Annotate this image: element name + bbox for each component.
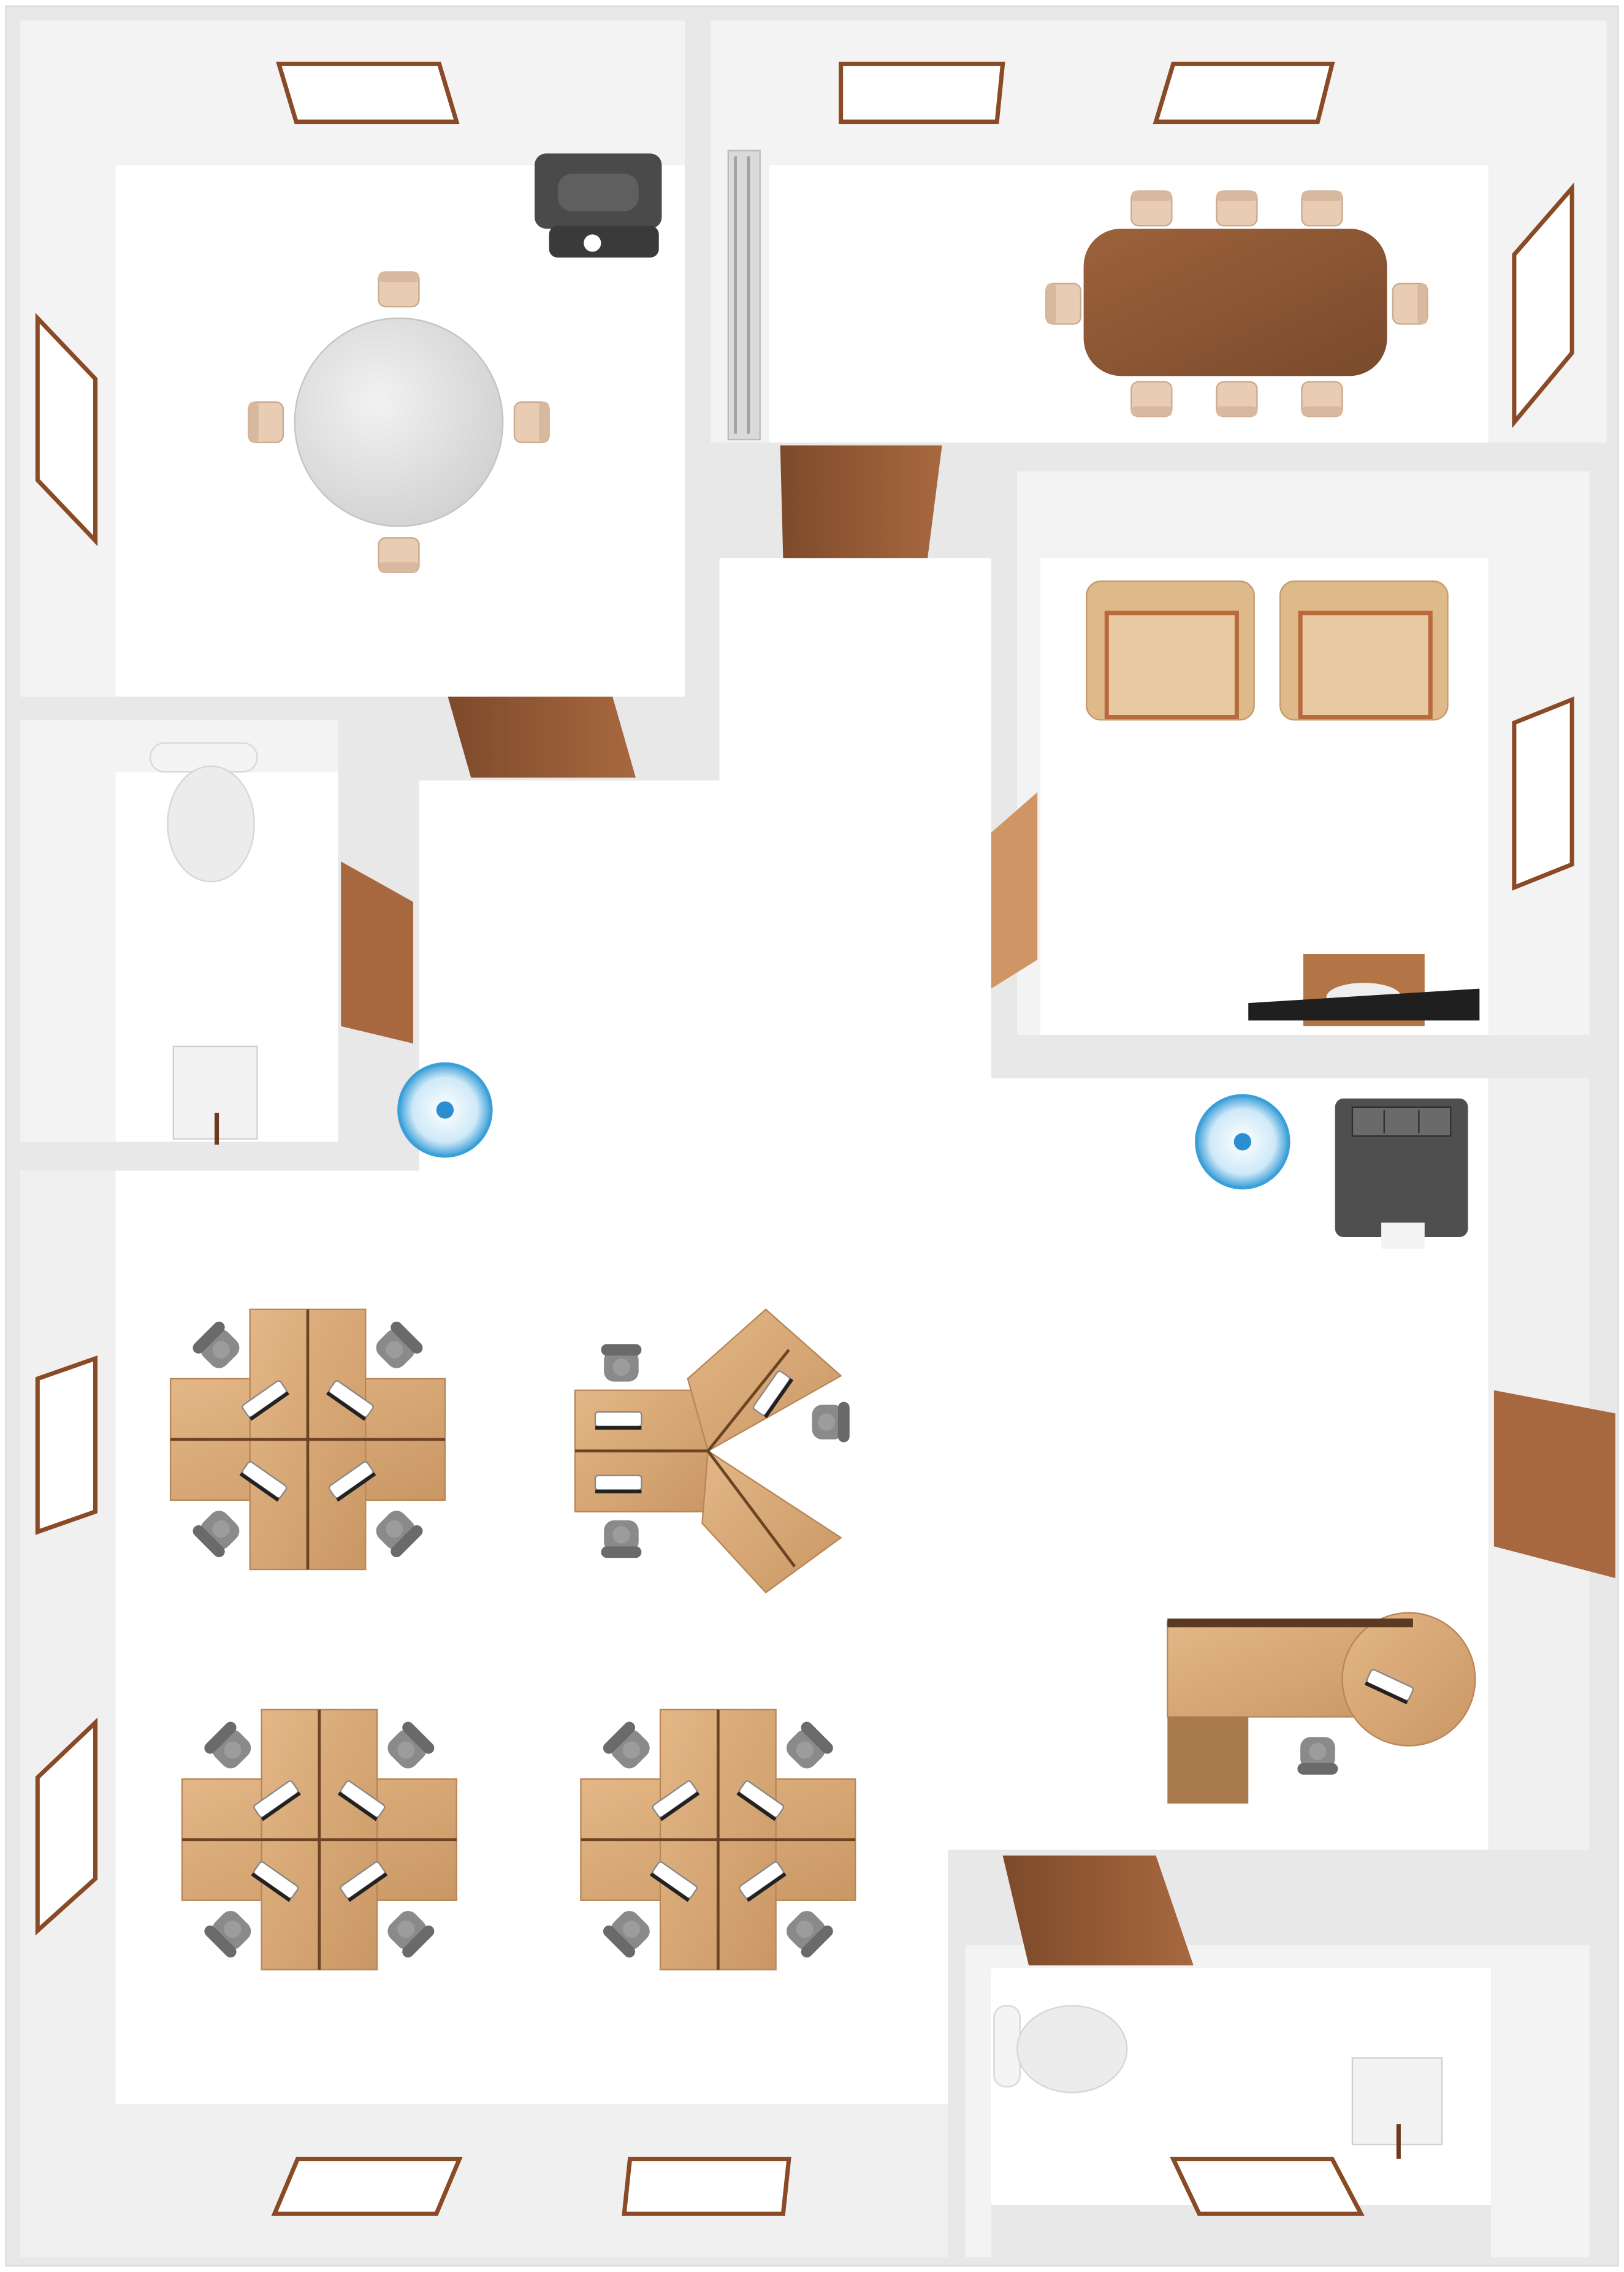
round-table-set [248, 271, 550, 574]
door [1002, 1855, 1194, 1965]
wall-shade [20, 1170, 948, 2257]
wall-shade [20, 720, 338, 1142]
armchair-icon [1086, 580, 1255, 721]
ceiling-light-icon [1195, 1094, 1290, 1190]
round-table-icon [294, 317, 504, 527]
window [1153, 61, 1335, 124]
sink-icon [1351, 2057, 1443, 2159]
doors [341, 150, 1615, 1965]
door [341, 861, 414, 1044]
windows [35, 61, 1574, 2216]
workstation-cluster-icon [581, 1710, 855, 1970]
window [1512, 696, 1574, 891]
coffee-machine-icon [535, 153, 662, 258]
sliding-door [727, 150, 761, 441]
workstation-cluster-icon [182, 1710, 457, 1970]
sink-icon [172, 1045, 258, 1145]
window [1512, 182, 1574, 429]
door [780, 445, 942, 558]
window [622, 2157, 791, 2216]
printer-icon [1335, 1098, 1468, 1249]
workstation-cluster-icon [574, 1308, 850, 1594]
conference-table-set [1045, 190, 1428, 417]
window [839, 61, 1005, 124]
window [35, 313, 98, 546]
window [276, 61, 460, 124]
door [1493, 1390, 1615, 1579]
door [448, 696, 636, 778]
tv-icon [1248, 954, 1480, 1026]
reception-desk [1167, 1612, 1476, 1804]
door [991, 792, 1038, 989]
workstation-cluster-icon [170, 1309, 445, 1569]
window [35, 1717, 98, 1936]
toilet-icon [149, 742, 258, 883]
window [271, 2157, 463, 2216]
toilet-icon [993, 2005, 1128, 2094]
window [35, 1355, 98, 1535]
open-office-floor [115, 558, 1489, 2105]
wall-shade [711, 20, 1607, 443]
conference-table-icon [1083, 228, 1387, 376]
armchair-icon [1279, 580, 1449, 721]
wall-shade [965, 1945, 1590, 2257]
ceiling-light-icon [397, 1062, 493, 1158]
wall-shade [1017, 471, 1590, 1035]
window [1170, 2157, 1365, 2216]
wall-shade [20, 20, 685, 697]
